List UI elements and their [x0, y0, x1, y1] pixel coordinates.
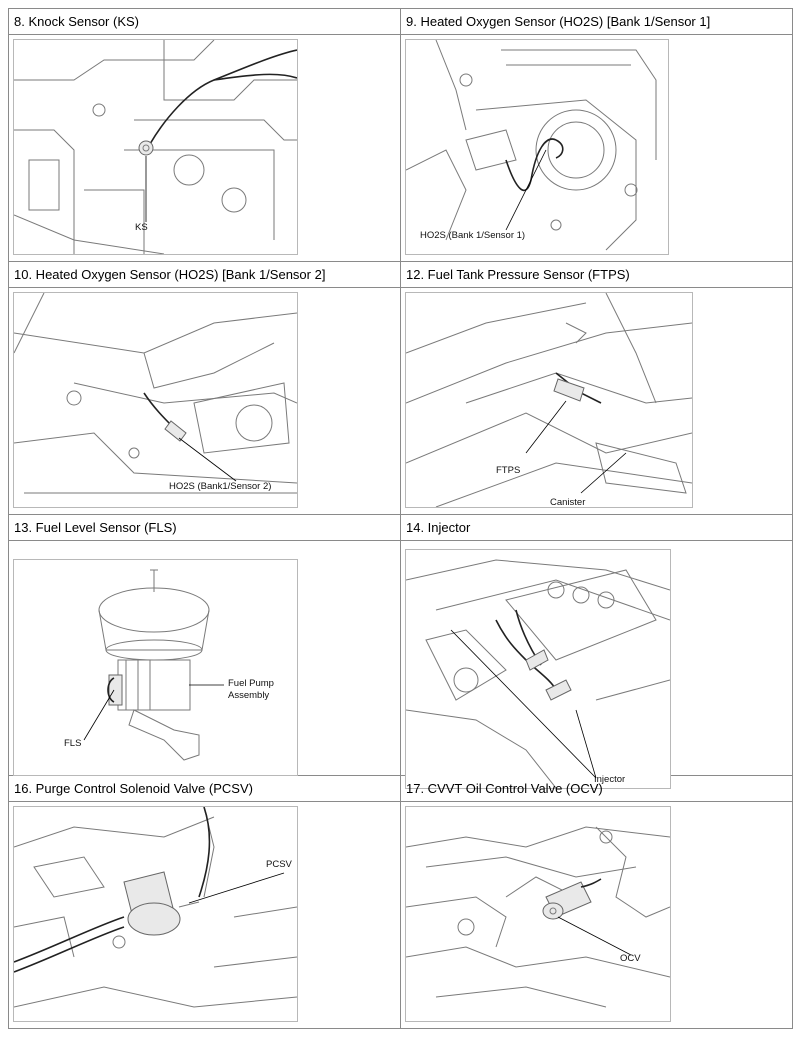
ho2s-2-illustration-cell: HO2S (Bank1/Sensor 2): [9, 288, 401, 515]
ftps-illustration: FTPS Canister: [405, 292, 693, 508]
ocv-illustration: OCV: [405, 806, 671, 1022]
ho2s-1-label: HO2S (Bank 1/Sensor 1): [420, 230, 526, 241]
ftps-label: FTPS: [496, 465, 521, 476]
ho2s-2-illustration: HO2S (Bank1/Sensor 2): [13, 292, 298, 508]
ho2s-2-label: HO2S (Bank1/Sensor 2): [169, 481, 272, 492]
ocv-illustration-cell: OCV: [401, 802, 793, 1029]
ks-label: KS: [135, 222, 148, 233]
pcsv-illustration-cell: PCSV: [9, 802, 401, 1029]
fls-label: FLS: [64, 738, 82, 749]
section-title-ho2s-1: 9. Heated Oxygen Sensor (HO2S) [Bank 1/S…: [401, 9, 793, 35]
section-title-ftps: 12. Fuel Tank Pressure Sensor (FTPS): [401, 262, 793, 288]
fls-illustration: Fuel Pump Assembly FLS: [13, 559, 298, 776]
fls-illustration-cell: Fuel Pump Assembly FLS: [9, 541, 401, 776]
ks-illustration-cell: KS: [9, 35, 401, 262]
injector-illustration: Injector: [405, 549, 671, 789]
canister-label: Canister: [550, 497, 586, 508]
section-title-pcsv: 16. Purge Control Solenoid Valve (PCSV): [9, 776, 401, 802]
ho2s-1-illustration-cell: HO2S (Bank 1/Sensor 1): [401, 35, 793, 262]
ho2s-1-illustration: HO2S (Bank 1/Sensor 1): [405, 39, 669, 255]
ocv-label: OCV: [620, 953, 641, 964]
injector-illustration-cell: Injector: [401, 541, 793, 789]
sensor-table: 8. Knock Sensor (KS) 9. Heated Oxygen Se…: [8, 8, 793, 1029]
injector-label: Injector: [594, 774, 626, 785]
ftps-illustration-cell: FTPS Canister: [401, 288, 793, 515]
fuel-pump-assembly-label: Assembly: [228, 690, 270, 701]
section-title-ks: 8. Knock Sensor (KS): [9, 9, 401, 35]
section-title-injector: 14. Injector: [401, 515, 793, 541]
ks-illustration: KS: [13, 39, 298, 255]
section-title-fls: 13. Fuel Level Sensor (FLS): [9, 515, 401, 541]
section-title-ho2s-2: 10. Heated Oxygen Sensor (HO2S) [Bank 1/…: [9, 262, 401, 288]
pcsv-illustration: PCSV: [13, 806, 298, 1022]
fuel-pump-label: Fuel Pump: [228, 678, 274, 689]
section-title-ocv: 17. CVVT Oil Control Valve (OCV): [401, 776, 793, 802]
pcsv-label: PCSV: [266, 859, 292, 870]
